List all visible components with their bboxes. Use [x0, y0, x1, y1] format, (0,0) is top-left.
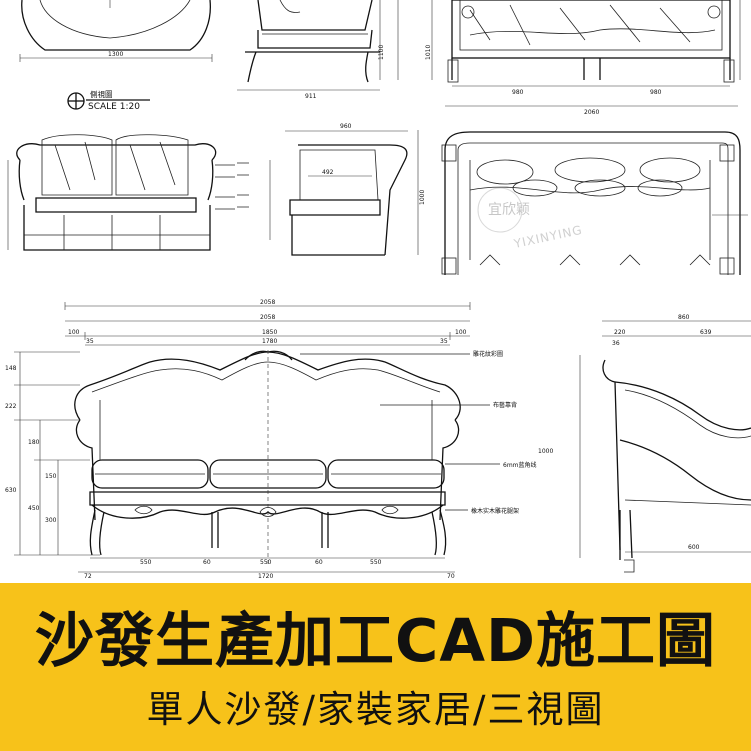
note-carving-top: 雕花紋彩圖 — [473, 350, 503, 358]
note-fabric: 布藝靠背 — [493, 401, 517, 409]
dim-main-offset-r: 35 — [440, 338, 448, 345]
banner-subtitle: 單人沙發/家裝家居/三視圖 — [146, 688, 605, 731]
dim-main-total-b: 2058 — [260, 314, 275, 321]
side-view-title: 側視圖 — [90, 89, 113, 99]
dim-main-total-a: 2058 — [260, 299, 275, 306]
middle-left-loveseat — [7, 134, 217, 251]
middle-right-frame-view — [441, 131, 748, 275]
middle-side-section: 960 492 1000 — [269, 123, 426, 256]
right-side-profile: 860 220 639 36 1000 600 — [538, 314, 751, 573]
dim-top-right-c: 1010 — [425, 45, 432, 60]
dim-h1: 148 — [5, 365, 17, 372]
watermark-mark: 宜欣颖 — [488, 202, 530, 218]
side-view-scale: SCALE 1:20 — [88, 102, 140, 112]
note-edge-line: 6mm蓝角线 — [503, 461, 537, 469]
main-sofa-front-view: 2058 2058 100 1850 100 35 1780 35 — [5, 299, 471, 580]
main-annotations: 雕花紋彩圖 布藝靠背 6mm蓝角线 橡木实木雕花腿架 — [300, 350, 537, 515]
dim-mid-section-b: 492 — [322, 169, 334, 176]
dim-top-mid-b: 1100 — [378, 45, 385, 60]
note-frame-carving: 橡木实木雕花腿架 — [471, 507, 519, 515]
dim-bot-r: 70 — [447, 573, 455, 580]
cad-drawing-sheet: 1300 911 1100 — [5, 0, 751, 580]
dim-h4: 150 — [45, 473, 57, 480]
title-banner: 沙發生產加工CAD施工圖 單人沙發/家裝家居/三視圖 — [0, 583, 751, 751]
dim-side-a: 220 — [614, 329, 626, 336]
side-view-label: 側視圖 SCALE 1:20 — [67, 89, 150, 112]
dim-top-left: 1300 — [108, 51, 123, 58]
dim-side-w: 860 — [678, 314, 690, 321]
dim-top-mid-a: 911 — [305, 93, 317, 100]
dim-h5: 630 — [5, 487, 17, 494]
dim-mid-section-h: 1000 — [419, 190, 426, 205]
dim-h6: 450 — [28, 505, 40, 512]
dim-top-right-a: 980 — [512, 89, 524, 96]
dim-bot-l: 72 — [84, 573, 92, 580]
dim-main-back: 1780 — [262, 338, 277, 345]
dim-side-b: 639 — [700, 329, 712, 336]
top-right-front-view: 980 980 2060 1010 — [425, 0, 741, 116]
watermark: 宜欣颖 YIXINYING — [477, 187, 584, 251]
dim-main-side-r: 100 — [455, 329, 467, 336]
dim-bot-b: 60 — [203, 559, 211, 566]
dim-top-right-total: 2060 — [584, 109, 599, 116]
dim-bot-e: 550 — [370, 559, 382, 566]
dim-side-h: 1000 — [538, 448, 553, 455]
dim-side-d: 600 — [688, 544, 700, 551]
dim-main-inner: 1850 — [262, 329, 277, 336]
top-middle-view: 911 1100 — [237, 0, 399, 100]
dim-bot-total: 1720 — [258, 573, 273, 580]
dim-h2: 222 — [5, 403, 17, 410]
top-left-partial-view: 1300 — [19, 0, 213, 62]
dim-main-offset-l: 35 — [86, 338, 94, 345]
dim-bot-d: 60 — [315, 559, 323, 566]
dim-mid-section-a: 960 — [340, 123, 352, 130]
watermark-brand: YIXINYING — [512, 223, 584, 251]
dim-main-side-l: 100 — [68, 329, 80, 336]
dim-side-c: 36 — [612, 340, 620, 347]
banner-title: 沙發生產加工CAD施工圖 — [35, 606, 716, 675]
dim-top-right-b: 980 — [650, 89, 662, 96]
dim-bot-c: 550 — [260, 559, 272, 566]
dim-h3: 180 — [28, 439, 40, 446]
dim-h7: 300 — [45, 517, 57, 524]
middle-annotation-lines — [215, 162, 249, 210]
dim-bot-a: 550 — [140, 559, 152, 566]
